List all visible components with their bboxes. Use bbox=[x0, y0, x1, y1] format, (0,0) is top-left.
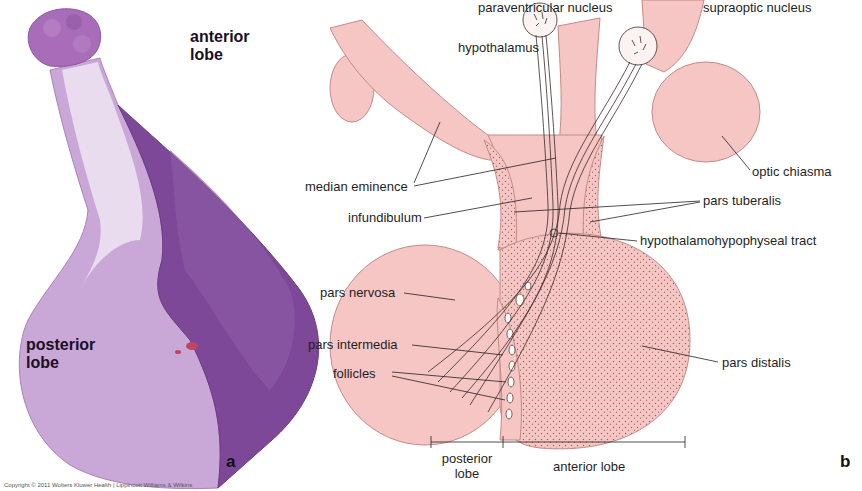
part-label: optic chiasma bbox=[752, 164, 831, 179]
part-label: posterior lobe bbox=[432, 451, 502, 481]
part-label: infundibulum bbox=[348, 210, 422, 225]
panel-letter: b bbox=[840, 452, 850, 472]
part-label: hypothalamus bbox=[458, 40, 539, 55]
part-label: hypothalamohypophyseal tract bbox=[640, 233, 816, 248]
part-label: anterior lobe bbox=[553, 459, 625, 474]
part-label: paraventricular nucleus bbox=[478, 0, 612, 15]
panel-letter: a bbox=[226, 452, 235, 472]
part-label: pars intermedia bbox=[308, 337, 398, 352]
part-label: pars distalis bbox=[722, 355, 791, 370]
part-label: median eminence bbox=[305, 179, 408, 194]
part-label: posterior lobe bbox=[26, 336, 104, 372]
leader-lines bbox=[392, 122, 750, 448]
part-label: follicles bbox=[333, 366, 376, 381]
copyright-notice: Copyright © 2011 Wolters Kluwer Health |… bbox=[4, 482, 192, 489]
part-label: anterior lobe bbox=[190, 28, 250, 64]
part-label: pars nervosa bbox=[320, 285, 395, 300]
micrograph bbox=[19, 9, 318, 489]
part-label: supraoptic nucleus bbox=[703, 0, 811, 15]
pituitary-drawing bbox=[330, 0, 760, 449]
part-label: pars tuberalis bbox=[703, 193, 781, 208]
